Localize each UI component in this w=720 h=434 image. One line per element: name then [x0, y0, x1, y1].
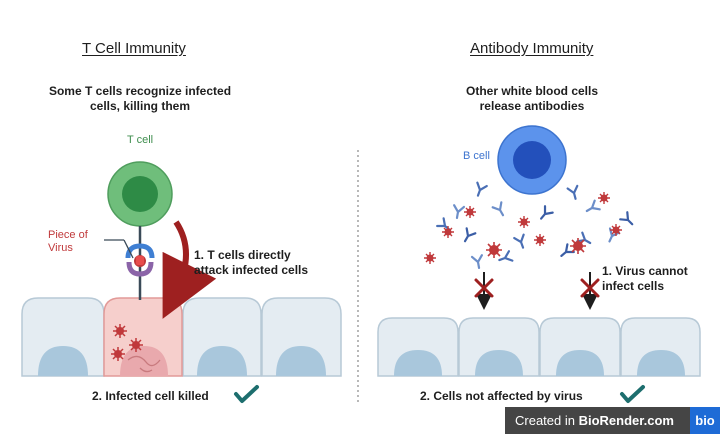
virus-icon — [113, 324, 127, 338]
label-line: Piece of — [48, 229, 88, 241]
antibody-icon — [619, 211, 634, 226]
label-line: Virus — [48, 242, 73, 254]
virus-piece-label: Piece of Virus — [48, 229, 88, 255]
virus-icon — [424, 252, 436, 264]
receptor-icon — [125, 243, 155, 277]
right-step-1: 1. Virus cannot infect cells — [602, 264, 688, 294]
nucleus — [38, 346, 88, 376]
antibody-icon — [566, 184, 579, 200]
subtitle-line: Some T cells recognize infected — [48, 84, 232, 98]
virus-cluster-free — [424, 192, 622, 264]
blocked-arrow-icon — [474, 272, 494, 310]
virus-icon — [464, 206, 476, 218]
right-cell-layer — [377, 317, 701, 377]
curved-arrow-icon — [162, 220, 217, 319]
note-line: 1. T cells directly — [194, 248, 291, 262]
antibody-icon — [585, 199, 601, 213]
nucleus — [475, 350, 523, 376]
subtitle-line: cells, killing them — [89, 99, 191, 113]
antibody-icon — [576, 231, 592, 245]
left-panel-subtitle: Some T cells recognize infected cells, k… — [30, 84, 250, 114]
right-panel-subtitle: Other white blood cells release antibodi… — [432, 84, 632, 114]
virus-icon — [534, 234, 546, 246]
antibody-icon — [513, 233, 525, 249]
check-icon — [234, 385, 259, 403]
t-cell-label: T cell — [127, 134, 154, 146]
antibody-icon — [453, 204, 466, 220]
right-panel-title: Antibody Immunity — [470, 40, 594, 57]
left-panel-title: T Cell Immunity — [82, 40, 186, 57]
nucleus — [197, 346, 247, 376]
note-line: 1. Virus cannot — [602, 264, 688, 278]
virus-icon — [610, 224, 622, 236]
subtitle-line: release antibodies — [479, 99, 585, 113]
left-step-1: 1. T cells directly attack infected cell… — [194, 248, 308, 278]
biorender-badge[interactable]: Created in BioRender.com bio — [505, 407, 720, 434]
antibody-icon — [476, 181, 488, 197]
virus-icon — [598, 192, 610, 204]
antibody-icon — [491, 201, 505, 217]
nucleus — [394, 350, 442, 376]
note-line: infect cells — [602, 279, 665, 293]
damage-crack — [127, 355, 161, 373]
virus-icon — [442, 226, 454, 238]
nucleus — [637, 350, 685, 376]
blocked-arrow-icon — [580, 272, 600, 310]
subtitle-line: Other white blood cells — [465, 84, 599, 98]
left-step-2: 2. Infected cell killed — [92, 389, 209, 403]
nucleus — [556, 350, 604, 376]
virus-icon — [111, 347, 125, 361]
t-cell-icon — [107, 161, 173, 227]
badge-brand: BioRender.com — [578, 413, 674, 428]
damaged-nucleus — [120, 346, 168, 376]
note-line: attack infected cells — [194, 263, 309, 277]
biorender-logo-icon: bio — [690, 407, 720, 434]
antibody-icon — [498, 250, 514, 262]
label-pointer — [123, 239, 134, 259]
left-cell-layer — [21, 297, 342, 377]
badge-text: Created in BioRender.com — [515, 413, 674, 428]
antibody-icon — [540, 205, 554, 220]
badge-prefix: Created in — [515, 413, 579, 428]
virus-icon — [518, 216, 530, 228]
b-cell-icon — [497, 125, 567, 195]
right-step-2: 2. Cells not affected by virus — [420, 389, 583, 403]
virus-cluster-infected — [111, 324, 143, 361]
antibody-icon — [470, 254, 483, 270]
virus-icon — [486, 242, 502, 258]
antibody-icon — [463, 227, 477, 243]
b-cell-label: B cell — [463, 150, 490, 162]
check-icon — [620, 385, 645, 403]
virus-icon — [129, 338, 143, 352]
nucleus — [276, 346, 326, 376]
virus-icon — [570, 238, 586, 254]
